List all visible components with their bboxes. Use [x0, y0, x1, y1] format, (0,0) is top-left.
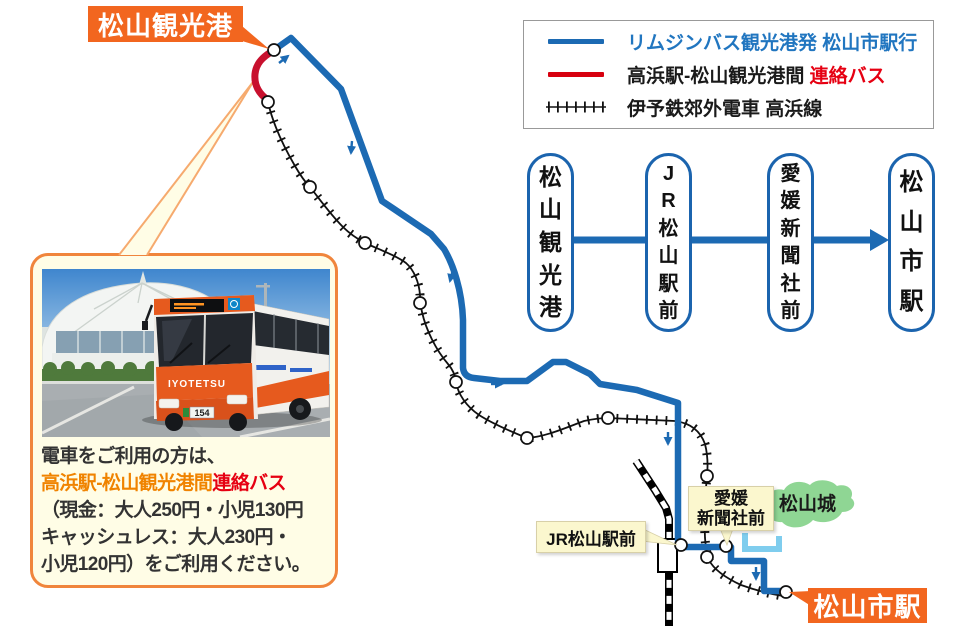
pill-char: 松: [658, 217, 679, 240]
fare-info-box: IYOTETSU 154 電車をご利用の方は、 高浜駅-松山観光港間連絡バス （…: [30, 253, 338, 588]
pill-char: 松: [899, 169, 924, 197]
pill-char: 媛: [780, 190, 801, 213]
legend-row-railway: 伊予鉄郊外電車 高浜線: [524, 92, 933, 122]
shimbun-stop-label-line2: 新聞社前: [697, 508, 765, 528]
legend-connector-prefix: 高浜駅-松山観光港間: [627, 66, 810, 87]
port-label-text: 松山観光港: [97, 10, 233, 41]
stop-circle: [261, 95, 275, 109]
legend-railway-text: 伊予鉄郊外電車 高浜線: [627, 98, 823, 120]
pill-char: 山: [539, 196, 562, 223]
stop-circle: [358, 236, 372, 250]
legend-limousine-text: リムジンバス観光港発 松山市駅行: [627, 33, 918, 55]
wheelchair-sign: [228, 298, 240, 310]
pill-char: 愛: [780, 162, 801, 185]
fare-line-1: 電車をご利用の方は、: [41, 446, 226, 467]
pill-char: 新: [780, 217, 801, 240]
fare-line-2: 高浜駅-松山観光港間連絡バス: [41, 470, 337, 497]
jr-station-building: [657, 538, 678, 573]
fare-line-4: キャッシュレス：大人230円・: [41, 527, 292, 548]
city-station-label-text: 松山市駅: [813, 592, 922, 622]
license-plate: [189, 406, 215, 419]
limousine-line-sample: [524, 39, 627, 45]
stop-circle: [601, 411, 615, 425]
stop-circle: [303, 180, 317, 194]
stop-circle: [719, 539, 733, 553]
legend-connector-accent: 連絡バス: [809, 66, 886, 87]
pill-char: 聞: [780, 245, 801, 268]
pill-char: 市: [899, 248, 924, 276]
pill-char: 前: [658, 300, 679, 323]
stop-circle: [700, 550, 714, 564]
pill-char: 観: [539, 228, 562, 255]
legend-row-connector: 高浜駅-松山観光港間 連絡バス: [524, 60, 933, 90]
pill-char: 前: [780, 300, 801, 323]
bus-brand-text: IYOTETSU: [168, 379, 226, 390]
diagram-station-shimbun: 愛媛新聞社前: [767, 153, 814, 332]
port-label-tail: [242, 26, 269, 49]
bus-photo: IYOTETSU 154: [42, 269, 330, 437]
license-plate-number: 154: [194, 408, 209, 418]
jr-station-front-label-text: JR松山駅前: [546, 529, 636, 549]
pill-char: 光: [539, 261, 562, 288]
stop-circle: [449, 375, 463, 389]
bus-illustration: IYOTETSU 154: [142, 295, 330, 431]
legend-connector-text: 高浜駅-松山観光港間 連絡バス: [627, 61, 886, 88]
fare-route-highlight: 高浜駅-松山観光港間: [41, 473, 213, 494]
legend-box: リムジンバス観光港発 松山市駅行 高浜駅-松山観光港間 連絡バス 伊予鉄郊外電車…: [523, 20, 934, 129]
pill-char: 駅: [658, 272, 679, 295]
diagram-arrow: [550, 229, 889, 251]
castle-label: 松山城: [779, 494, 837, 515]
shimbun-stop-label: 愛媛 新聞社前: [688, 486, 774, 531]
bus-mirror: [142, 321, 148, 330]
stop-circle: [520, 431, 534, 445]
pill-char: R: [661, 190, 676, 213]
pill-char: 山: [899, 208, 924, 236]
diagram-station-city: 松山市駅: [888, 153, 935, 332]
fare-bus-highlight: 連絡バス: [212, 473, 286, 494]
pill-char: 松: [539, 163, 562, 190]
stop-circle: [267, 43, 281, 57]
railway-sample-glyph: [545, 101, 606, 113]
connector-bus-route: [251, 47, 277, 104]
connector-line-sample: [524, 72, 627, 77]
fare-line-3: （現金：大人250円・小児130円: [41, 500, 304, 521]
stop-circle: [700, 469, 714, 483]
jr-station-front-label: JR松山駅前: [536, 521, 646, 553]
railway-line-sample: [524, 100, 627, 114]
pill-char: 港: [539, 294, 562, 321]
pill-char: 山: [658, 245, 679, 268]
pill-char: J: [662, 162, 675, 185]
port-label: 松山観光港: [88, 6, 243, 42]
stop-circle: [779, 585, 793, 599]
fare-info-text: 電車をご利用の方は、 高浜駅-松山観光港間連絡バス （現金：大人250円・小児1…: [41, 443, 337, 578]
city-station-label: 松山市駅: [808, 588, 927, 623]
fare-line-5: 小児120円）をご利用ください。: [41, 554, 311, 575]
bus-photo-illustration: IYOTETSU 154: [42, 269, 330, 437]
photo-callout-wedge: [118, 81, 254, 256]
stop-circle: [674, 538, 688, 552]
pill-char: 社: [780, 272, 801, 295]
diagram-station-port: 松山観光港: [527, 153, 574, 332]
stop-circle: [413, 296, 427, 310]
shimbun-stop-label-line1: 愛媛: [714, 488, 748, 508]
legend-row-limousine: リムジンバス観光港発 松山市駅行: [524, 27, 933, 57]
jr-label-tail: [640, 527, 678, 546]
castle-moat-line: [742, 533, 782, 552]
pill-char: 駅: [899, 287, 924, 315]
